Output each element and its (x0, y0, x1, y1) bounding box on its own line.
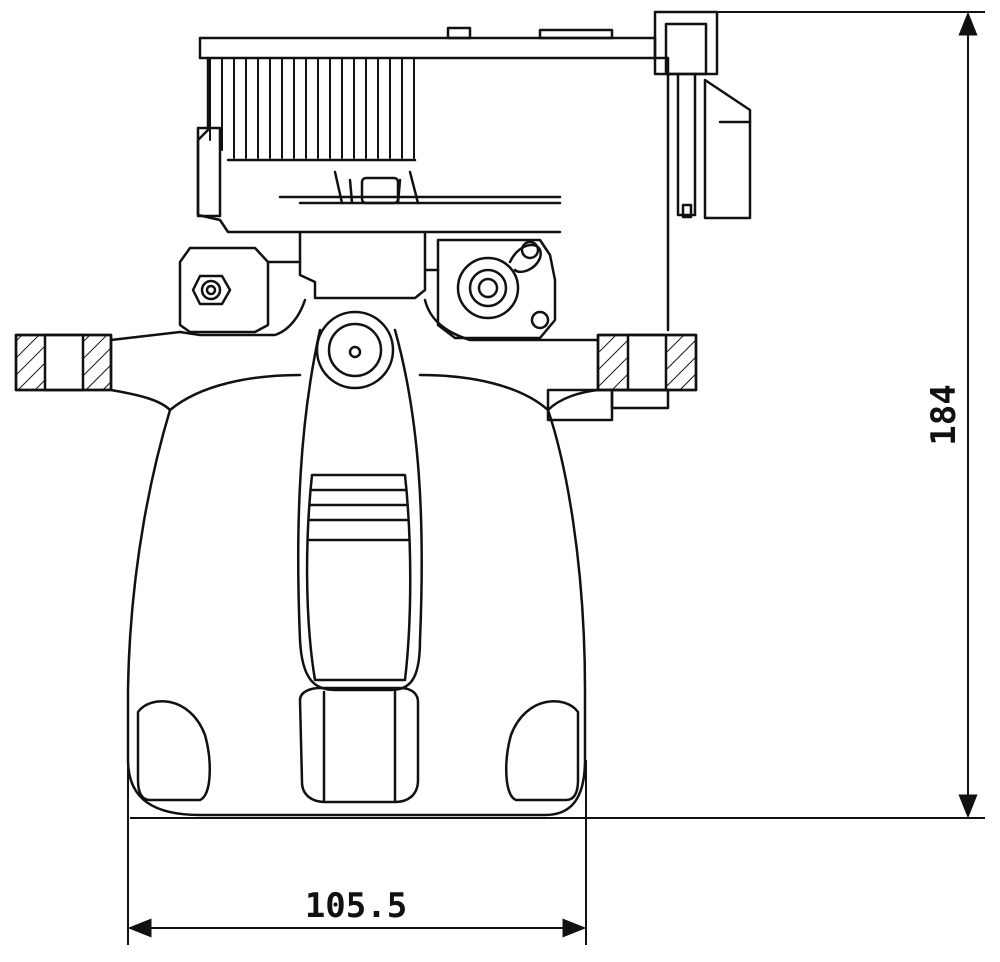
left-mount-bolt (178, 246, 270, 334)
center-arm (296, 310, 423, 692)
width-dimension (127, 690, 587, 945)
cooling-fins (209, 57, 415, 159)
center-bracket (266, 230, 440, 300)
height-label: 184 (924, 384, 964, 445)
left-mount-ear (14, 333, 113, 392)
right-mount-ear (596, 333, 698, 392)
right-cutout (505, 700, 580, 802)
height-dimension (130, 11, 985, 819)
left-cutout (136, 700, 211, 802)
width-label: 105.5 (305, 886, 407, 926)
right-mount-bolt (436, 238, 557, 340)
piston-window (298, 686, 420, 804)
caliper-body (109, 298, 670, 817)
motor-housing (196, 26, 670, 332)
electrical-connector (653, 10, 752, 220)
